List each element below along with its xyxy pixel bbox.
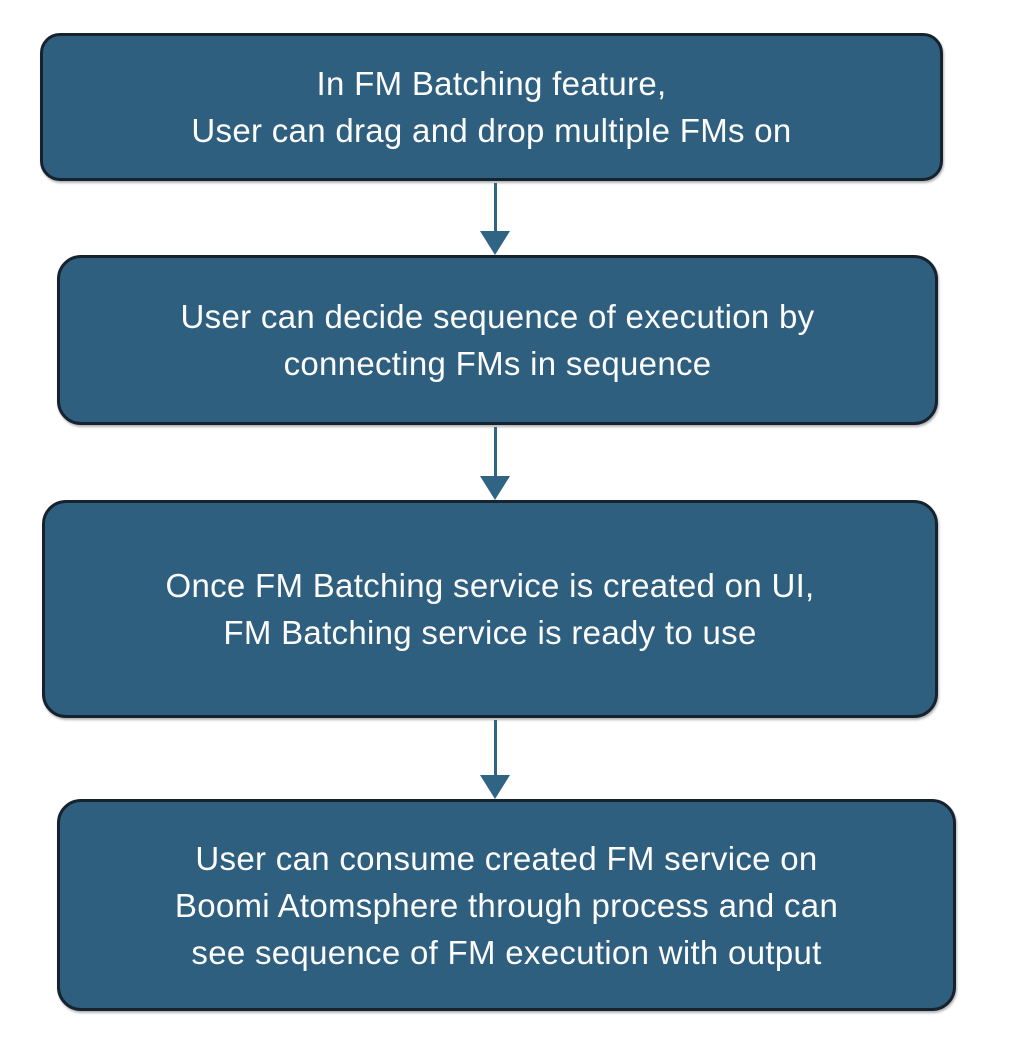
flow-step-3-line-1: Once FM Batching service is created on U… xyxy=(165,567,815,604)
flow-step-2: User can decide sequence of execution by… xyxy=(57,255,938,425)
flow-step-4: User can consume created FM service on B… xyxy=(57,799,956,1011)
arrow-down-icon xyxy=(480,476,510,500)
flow-step-1-line-2: User can drag and drop multiple FMs on xyxy=(191,112,792,149)
connector-arrow-2 xyxy=(480,427,510,500)
flow-step-1: In FM Batching feature, User can drag an… xyxy=(40,33,943,181)
arrow-shaft xyxy=(493,183,497,231)
connector-arrow-3 xyxy=(480,720,510,799)
flow-step-4-line-3: see sequence of FM execution with output xyxy=(191,933,822,971)
flow-step-1-line-1: In FM Batching feature, xyxy=(316,65,667,102)
arrow-shaft xyxy=(493,720,497,775)
flow-step-4-line-2: Boomi Atomsphere through process and can xyxy=(174,886,839,924)
arrow-down-icon xyxy=(480,775,510,799)
flow-step-2-line-1: User can decide sequence of execution by xyxy=(180,298,815,335)
arrow-shaft xyxy=(493,427,497,476)
flow-step-3-line-2: FM Batching service is ready to use xyxy=(223,614,757,651)
flow-step-4-line-1: User can consume created FM service on xyxy=(195,839,818,877)
connector-arrow-1 xyxy=(480,183,510,255)
arrow-down-icon xyxy=(480,231,510,255)
flow-step-2-line-2: connecting FMs in sequence xyxy=(283,345,712,382)
flow-step-3: Once FM Batching service is created on U… xyxy=(42,500,938,718)
